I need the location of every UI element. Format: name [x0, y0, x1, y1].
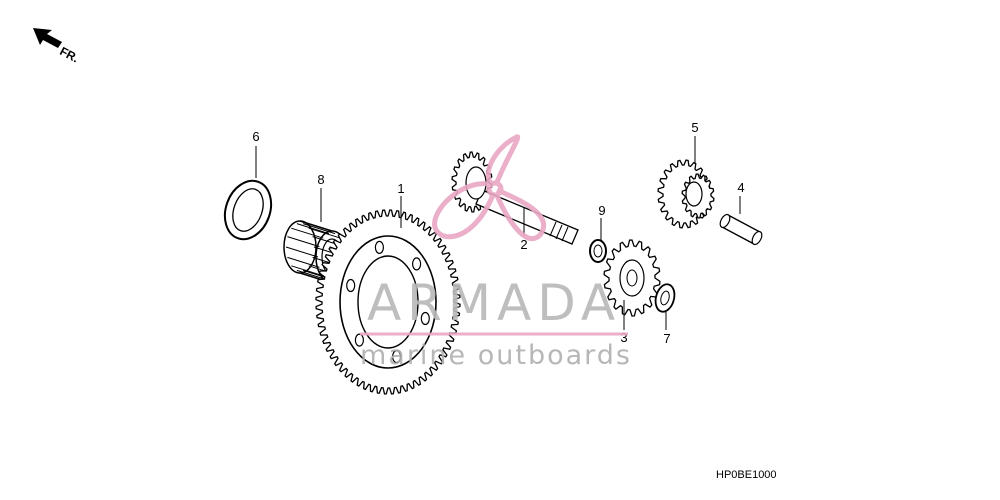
callout-6: 6 [252, 129, 259, 144]
bearing-needle [302, 223, 336, 235]
bolt-hole [354, 333, 364, 347]
callout-3: 3 [620, 330, 627, 345]
callout-1: 1 [397, 181, 404, 196]
watermark-brand: ARMADA [367, 274, 621, 332]
front-arrow-icon [33, 28, 62, 48]
leader-lines [255, 136, 741, 330]
watermark-tagline: marine outboards [360, 340, 632, 371]
bolt-hole [392, 350, 402, 364]
callout-7: 7 [663, 331, 670, 346]
part-3-small-gear [603, 239, 661, 317]
bearing-needle [291, 227, 324, 239]
propeller-logo-icon [432, 134, 546, 241]
callout-5: 5 [691, 120, 698, 135]
bolt-hole [420, 311, 430, 326]
part-1-driven-gear [315, 209, 461, 395]
front-direction-label: FR. [57, 44, 81, 65]
bolt-hole [346, 278, 356, 293]
bearing-needle [308, 227, 341, 239]
part-6-washer [223, 179, 273, 241]
callout-8: 8 [317, 172, 324, 187]
callout-2: 2 [520, 237, 527, 252]
bearing-needle [285, 246, 319, 258]
part-7-thrust-washer [654, 283, 676, 313]
bearing-needle [287, 236, 320, 248]
callout-9: 9 [598, 203, 605, 218]
bolt-hole [412, 257, 422, 271]
bolt-hole [374, 240, 384, 254]
bearing-needle [287, 256, 320, 268]
callout-4: 4 [737, 180, 744, 195]
part-5-double-gear [657, 159, 715, 229]
watermark: ARMADA marine outboards [360, 134, 632, 371]
part-9-small-washer [589, 239, 607, 263]
bearing-needle [296, 223, 330, 235]
diagram-code: HP0BE1000 [716, 469, 777, 481]
bearing-needle [291, 265, 324, 277]
part-4-pin [719, 213, 763, 246]
